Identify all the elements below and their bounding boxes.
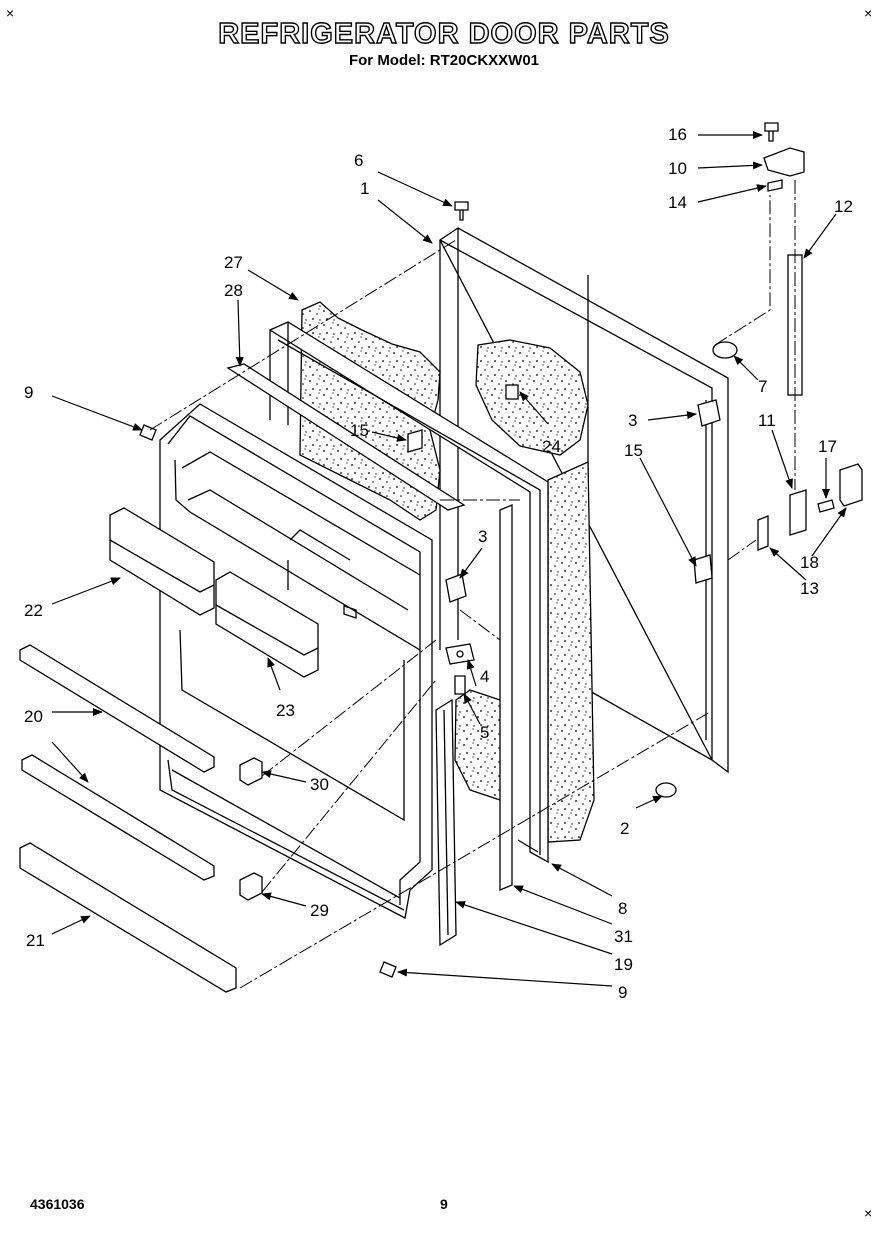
callout-12: 12	[834, 197, 853, 216]
shelf-bar-20a	[19, 644, 215, 773]
callout-15-left: 15	[350, 421, 369, 440]
callout-20: 20	[24, 707, 43, 726]
callout-8: 8	[618, 899, 627, 918]
shelf-22	[109, 507, 215, 616]
callout-27: 27	[224, 253, 243, 272]
callout-5: 5	[480, 723, 489, 742]
hinge-spacer-13	[757, 515, 769, 551]
bracket-15a	[407, 429, 423, 453]
callout-24: 24	[542, 437, 561, 456]
callout-18: 18	[800, 553, 819, 572]
screw-17	[817, 499, 835, 513]
page-number: 9	[440, 1196, 448, 1212]
callout-9-bottom: 9	[618, 983, 627, 1002]
corner-mark-top-right: ×	[864, 5, 873, 21]
callout-10: 10	[668, 159, 687, 178]
callout-31: 31	[614, 927, 633, 946]
callout-6: 6	[354, 151, 363, 170]
callout-28: 28	[224, 281, 243, 300]
screw-6	[454, 201, 469, 221]
document-number: 4361036	[30, 1196, 85, 1212]
clip-30	[239, 757, 263, 786]
callout-14: 14	[668, 193, 687, 212]
shelf-23	[215, 571, 319, 678]
callout-21: 21	[26, 931, 45, 950]
callout-29: 29	[310, 901, 329, 920]
callout-13: 13	[800, 579, 819, 598]
callout-17: 17	[818, 437, 837, 456]
callout-30: 30	[310, 775, 329, 794]
callout-3-center: 3	[478, 527, 487, 546]
callout-2: 2	[620, 819, 629, 838]
insulation-cutout	[475, 339, 589, 456]
clip-29	[239, 872, 263, 901]
callout-15-right: 15	[624, 441, 643, 460]
hinge-shim-14	[767, 179, 783, 192]
corner-mark-top-left: ×	[6, 5, 15, 21]
callout-3-right: 3	[628, 411, 637, 430]
page-title: REFRIGERATOR DOOR PARTS	[218, 17, 670, 50]
door-strip	[499, 504, 513, 891]
callout-22: 22	[24, 601, 43, 620]
corner-mark-bottom-right: ×	[864, 1205, 873, 1221]
screw-9b	[379, 961, 397, 978]
callout-11: 11	[758, 411, 776, 430]
callout-1: 1	[360, 179, 369, 198]
callout-16: 16	[668, 125, 687, 144]
shelf-bar-21	[19, 842, 237, 993]
door-gasket	[268, 321, 549, 864]
shelf-bar-20b	[21, 754, 215, 881]
hinge-top-10	[763, 147, 805, 177]
screw-16	[764, 122, 779, 142]
plug-7	[712, 341, 738, 359]
bracket-3a	[697, 399, 721, 427]
bracket-3b	[445, 573, 467, 603]
hinge-bracket-11	[789, 489, 807, 536]
callout-4: 4	[480, 667, 489, 686]
callout-9-top: 9	[24, 383, 33, 402]
plug-2	[655, 782, 677, 798]
hinge-plate-4	[445, 643, 475, 665]
callout-7: 7	[758, 377, 767, 396]
callout-19: 19	[614, 955, 633, 974]
bracket-15b	[693, 554, 713, 584]
hinge-cap-18	[839, 463, 863, 507]
screw-5	[454, 675, 466, 695]
insulation-side	[547, 461, 595, 843]
model-subtitle: For Model: RT20CKXXW01	[348, 52, 540, 69]
callout-23: 23	[276, 701, 295, 720]
clip-24	[505, 384, 519, 400]
